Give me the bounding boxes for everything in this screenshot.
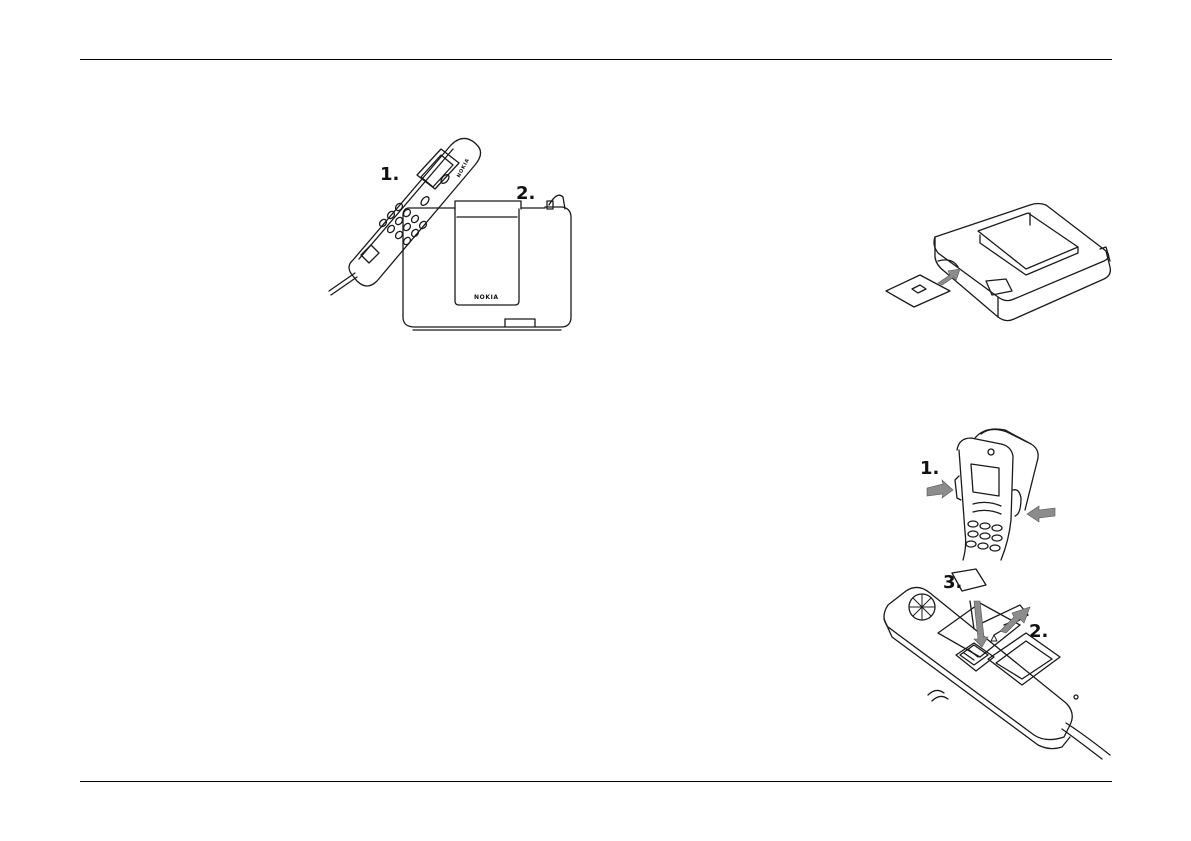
step-1-label: 1.: [920, 460, 939, 478]
step-1-label: 1.: [380, 166, 399, 184]
handset-release-figure: 1.: [915, 420, 1065, 560]
header-rule: [80, 59, 1112, 60]
press-right-arrow-icon: [1027, 506, 1055, 522]
sim-transceiver-figure: [880, 195, 1120, 325]
handset-transceiver-illustration: [325, 105, 585, 340]
sim-transceiver-illustration: [880, 195, 1120, 325]
step-2-label: 2.: [1029, 623, 1048, 641]
handset-release-illustration: [915, 420, 1065, 560]
transceiver-brand-label: NOKIA: [474, 294, 499, 301]
step-2-label: 2.: [516, 185, 535, 203]
step-3-label: 3.: [943, 574, 962, 592]
handset-mounting-figure: 1. 2. NOKIA NOKIA: [325, 105, 585, 340]
footer-rule: [80, 781, 1112, 782]
handset-sim-figure: 3. 2.: [870, 565, 1120, 755]
press-left-arrow-icon: [927, 480, 953, 498]
insert-down-arrow-icon: [974, 601, 988, 647]
handset-sim-illustration: [870, 565, 1120, 755]
